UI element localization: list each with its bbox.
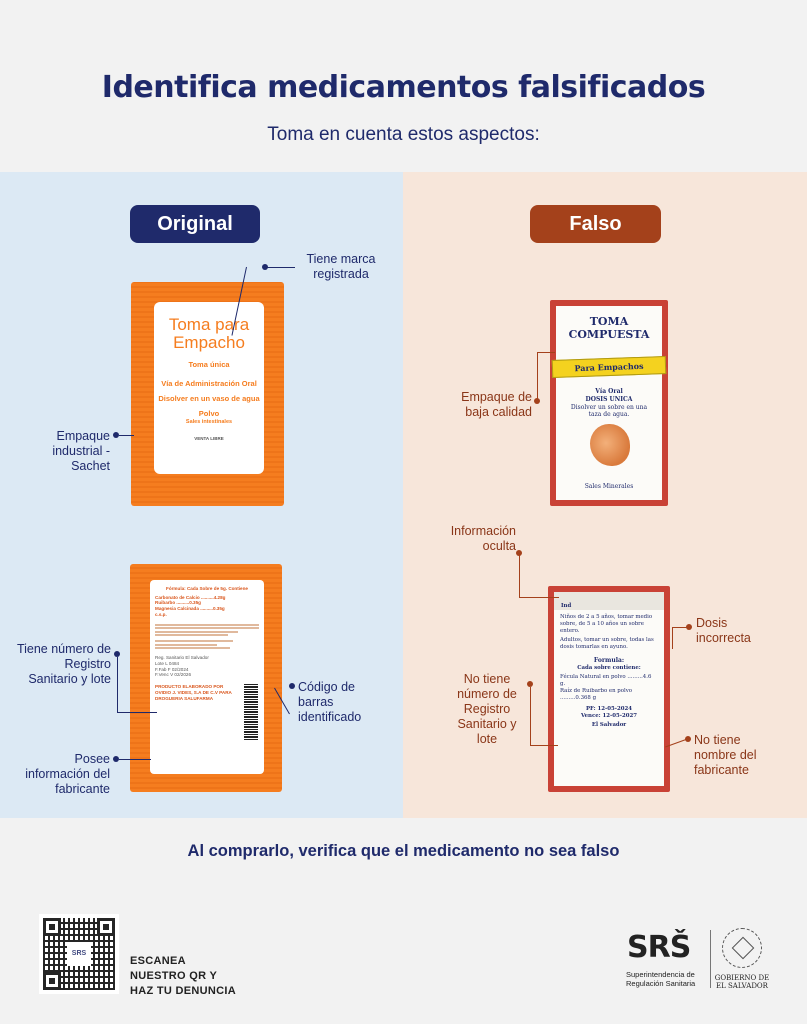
srs-logo: SRŠ — [627, 930, 691, 965]
falso-top1: TOMA — [589, 315, 629, 328]
annotation-dosis: Dosis incorrecta — [696, 616, 751, 645]
falso-packet-front: TOMA COMPUESTA Para Empachos Vía Oral DO… — [550, 300, 668, 506]
falso-label: Falso — [530, 205, 661, 243]
qr-code[interactable]: SRS — [39, 914, 119, 994]
annotation-sin-fabricante-dot — [685, 736, 691, 742]
annotation-registro-dot — [114, 651, 120, 657]
srs-subtitle: Superintendencia de Regulación Sanitaria — [626, 970, 695, 989]
annotation-sin-registro-dot — [527, 681, 533, 687]
original-sachet-back-card: Fórmula: Cada Sobre de 5g. Contiene Carb… — [150, 580, 264, 774]
page-title: Identifica medicamentos falsificados — [101, 70, 706, 105]
original-back-maker: PRODUCTO ELABORADO POR OVIDIO J. VIDES, … — [155, 684, 232, 701]
annotation-baja-calidad-dot — [534, 398, 540, 404]
srs-sub1: Superintendencia de — [626, 970, 695, 979]
falso-t2: DOSIS UNICA — [585, 395, 633, 403]
falso-back-cada: Cada sobre contiene: — [577, 664, 641, 671]
footer-divider — [710, 930, 711, 988]
falso-front-bottom: Sales Minerales — [584, 483, 634, 490]
falso-back-formula: Formula: — [593, 657, 625, 665]
original-back-title: Fórmula: Cada Sobre de 5g. Contiene — [166, 586, 248, 591]
original-sachet-back: Fórmula: Cada Sobre de 5g. Contiene Carb… — [130, 564, 282, 792]
gov-line2: EL SALVADOR — [716, 982, 768, 991]
original-line1: Toma única — [188, 359, 230, 369]
annotation-dosis-dot — [686, 624, 692, 630]
annotation-sin-fabricante: No tiene nombre del fabricante — [694, 733, 757, 777]
falso-packet-back: Ind Niños de 2 a 5 años, tomar medio sob… — [548, 586, 670, 792]
annotation-empaque: Empaque industrial -Sachet — [52, 429, 110, 473]
srs-sub2: Regulación Sanitaria — [626, 979, 696, 989]
falso-front-text: Vía Oral DOSIS UNICA Disolver un sobre e… — [556, 388, 662, 419]
original-label: Original — [130, 205, 260, 243]
annotation-fabricante-dot — [113, 756, 119, 762]
verify-message: Al comprarlo, verifica que el medicament… — [187, 842, 620, 860]
falso-back-ind: Ind — [561, 603, 572, 609]
falso-back-fold — [554, 592, 664, 610]
gov-emblem-icon — [722, 928, 762, 968]
annotation-marca: Tiene marca registrada — [306, 252, 376, 281]
annotation-baja-calidad: Empaque de baja calidad — [461, 390, 532, 419]
qr-center-logo: SRS — [67, 942, 91, 966]
gov-line1: GOBIERNO DE — [714, 974, 770, 982]
original-sachet-front: Toma para Empacho Toma única Vía de Admi… — [131, 282, 284, 506]
page-subtitle: Toma en cuenta estos aspectos: — [267, 124, 540, 145]
scan-line1: ESCANEA — [130, 955, 186, 967]
annotation-sin-registro: No tiene número de Registro Sanitario y … — [457, 672, 517, 746]
scan-line2: NUESTRO QR Y — [130, 969, 218, 982]
falso-back-i2: Raíz de Ruibarbo en polvo .........0.368… — [560, 687, 633, 701]
original-back-fab: F.Fab F 02/2024 — [155, 666, 189, 672]
falso-t1: Vía Oral — [595, 388, 623, 395]
falso-back-adultos: Adultos, tomar un sobre, todas las dosis… — [560, 637, 654, 651]
original-back-ing2: Ruibarbo ..........0.35g — [155, 600, 201, 606]
original-line5: Sales intestinales — [185, 419, 233, 426]
original-back-lote: Lote L 0484 — [155, 660, 180, 666]
falso-back-pais: El Salvador — [591, 721, 627, 728]
falso-packet-back-inner: Ind Niños de 2 a 5 años, tomar medio sob… — [554, 592, 664, 786]
falso-back-vence: Vence: 12-05-2027 — [580, 712, 638, 719]
falso-back-pf: PF: 12-05-2024 — [585, 705, 633, 712]
gov-text: GOBIERNO DE EL SALVADOR — [714, 974, 770, 991]
falso-back-dosis: Niños de 2 a 5 años, tomar medio sobre, … — [560, 614, 653, 635]
original-back-ven: F.Venc V 02/2026 — [155, 672, 192, 678]
original-line2: Vía de Administración Oral — [161, 379, 257, 389]
original-back-ing1: Carbonato de Calcio ..........4.28g — [155, 594, 226, 600]
annotation-empaque-dot — [113, 432, 119, 438]
annotation-fabricante: Posee información del fabricante — [25, 752, 110, 796]
annotation-barras-dot — [289, 683, 295, 689]
stomach-illustration — [590, 424, 630, 466]
falso-packet-front-inner: TOMA COMPUESTA Para Empachos Vía Oral DO… — [551, 306, 667, 500]
annotation-registro: Tiene número de Registro Sanitario y lot… — [16, 642, 111, 686]
scan-line3: HAZ TU DENUNCIA — [130, 984, 236, 997]
original-back-ing4: c.s.p. — [155, 611, 167, 617]
falso-back-i1: Fécula Natural en polvo .........4.6 g. — [560, 673, 652, 687]
falso-t3: Disolver un sobre en una taza de agua. — [570, 403, 648, 419]
original-sachet-front-card: Toma para Empacho Toma única Vía de Admi… — [154, 302, 264, 474]
original-back-reg: Reg. Sanitario El Salvador — [155, 655, 209, 661]
original-line4: Polvo — [198, 408, 220, 418]
original-line3: Disolver en un vaso de agua — [158, 394, 260, 404]
falso-band: Para Empachos — [551, 356, 667, 378]
annotation-oculta: Información oculta — [450, 524, 516, 553]
annotation-barras: Código de barras identificado — [298, 680, 362, 724]
original-brand-line1: Toma para — [168, 315, 250, 334]
original-venta: VENTA LIBRE — [194, 436, 224, 442]
scan-instructions: ESCANEA NUESTRO QR Y HAZ TU DENUNCIA — [130, 954, 236, 999]
original-brand-line2: Empacho — [173, 332, 245, 352]
original-back-ing3: Magnesia Calcinada ..........0.35g — [155, 606, 225, 612]
barcode — [244, 684, 258, 740]
falso-top2: COMPUESTA — [568, 327, 650, 341]
